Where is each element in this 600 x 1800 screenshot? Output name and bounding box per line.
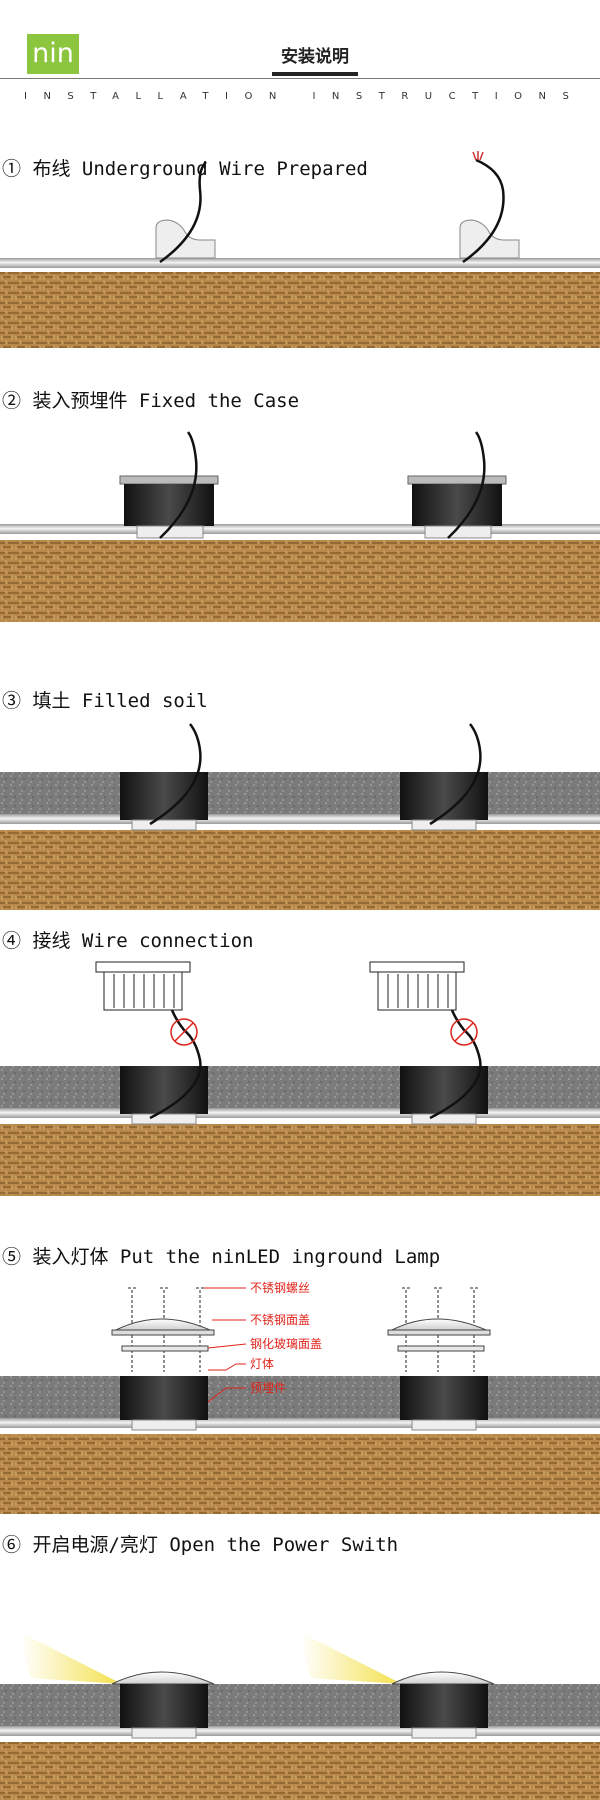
case-in-soil (400, 1066, 488, 1114)
gravel-layer (0, 772, 600, 814)
conduit-pipe (0, 814, 600, 824)
page-subtitle: INSTALLATION INSTRUCTIONS (24, 91, 586, 102)
step-6-illustration (0, 1632, 600, 1800)
gravel-layer (0, 1376, 600, 1418)
exploded-lamp (111, 1287, 215, 1431)
wire (159, 161, 207, 264)
soil-layer (0, 1742, 600, 1800)
soil-layer (0, 272, 600, 348)
step-5-illustration: 不锈钢螺丝 不锈钢面盖 钢化玻璃面盖 灯体 预埋件 (0, 1281, 600, 1514)
wire (149, 723, 202, 826)
header-divider (0, 78, 600, 79)
wire (462, 158, 505, 264)
callout-lines (204, 1287, 247, 1403)
conduit-pipe (0, 1418, 600, 1428)
conduit-pipe (0, 1726, 600, 1736)
light-beam (20, 1632, 122, 1684)
connection-mark (170, 1018, 198, 1046)
exploded-lamp (387, 1287, 491, 1431)
conduit-pipe (0, 1108, 600, 1118)
soil-layer (0, 1124, 600, 1196)
soil-layer (0, 830, 600, 910)
callout-face-cover: 不锈钢面盖 (250, 1313, 310, 1327)
conduit-pipe (0, 258, 600, 268)
logo: nin (27, 34, 79, 74)
case-in-soil (120, 772, 208, 820)
light-beam (300, 1632, 402, 1684)
installed-lamp (111, 1671, 215, 1739)
lamp-body (369, 961, 465, 1011)
embedded-case (119, 431, 219, 539)
step-3-label: ③ 填土 Filled soil (2, 690, 208, 712)
callout-glass-cover: 钢化玻璃面盖 (250, 1337, 322, 1351)
step-4-illustration (0, 961, 600, 1196)
step-6-label: ⑥ 开启电源/亮灯 Open the Power Swith (2, 1534, 399, 1556)
case-in-soil (400, 772, 488, 820)
step-4-label: ④ 接线 Wire connection (2, 930, 254, 952)
conduit-pipe (0, 524, 600, 534)
case-in-soil (120, 1066, 208, 1114)
page-title: 安装说明 (281, 47, 349, 67)
callout-embedded-case: 预埋件 (250, 1381, 286, 1395)
callout-screw: 不锈钢螺丝 (250, 1281, 310, 1295)
step-2-illustration (0, 431, 600, 622)
step-2-label: ② 装入预埋件 Fixed the Case (2, 390, 300, 412)
gravel-layer (0, 1066, 600, 1108)
soil-layer (0, 540, 600, 622)
wire (429, 723, 482, 826)
step-1-illustration (0, 151, 600, 348)
step-3-illustration (0, 723, 600, 910)
callout-lamp-body: 灯体 (250, 1357, 274, 1371)
gravel-layer (0, 1684, 600, 1726)
title-underline (272, 72, 358, 76)
wire-ends (472, 151, 484, 161)
soil-layer (0, 1434, 600, 1514)
embedded-case (407, 431, 507, 539)
installed-lamp (391, 1671, 495, 1739)
connection-mark (450, 1018, 478, 1046)
step-5-label: ⑤ 装入灯体 Put the ninLED inground Lamp (2, 1246, 441, 1268)
step-1-label: ① 布线 Underground Wire Prepared (2, 158, 368, 180)
lamp-body (95, 961, 191, 1011)
